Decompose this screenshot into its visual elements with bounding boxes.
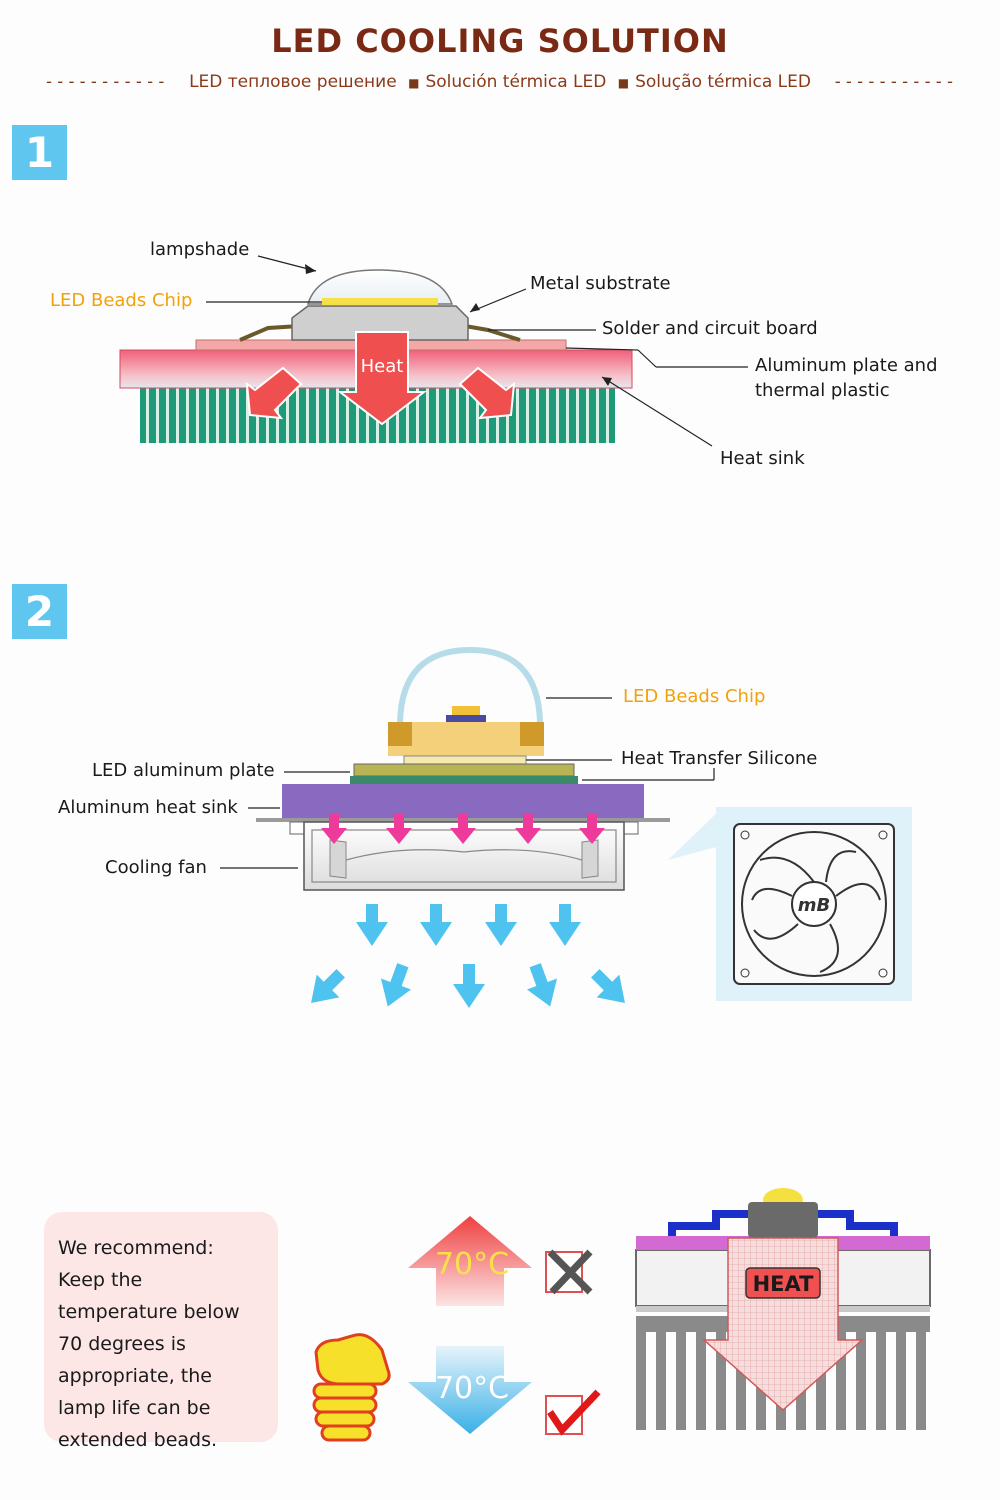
led-heat-diagram: Heat bbox=[119, 255, 748, 447]
label-led-aluminum-plate: LED aluminum plate bbox=[92, 760, 275, 781]
solder-right bbox=[464, 324, 521, 342]
fan-hub bbox=[791, 881, 837, 927]
subtitle-row: ----------- LED тепловое решение ■ Soluci… bbox=[0, 72, 1000, 92]
led-body bbox=[388, 722, 544, 756]
fan-blades bbox=[751, 850, 881, 973]
fan-blade-line bbox=[345, 849, 583, 861]
recommendation-text: We recommend: Keep the temperature below… bbox=[58, 1237, 240, 1451]
label-thermal-plastic: thermal plastic bbox=[755, 380, 890, 401]
label-lampshade: lampshade bbox=[150, 239, 250, 260]
temp-high-label: 70°C bbox=[435, 1247, 509, 1282]
thumbs-up-icon bbox=[312, 1333, 391, 1442]
subtitle-es: Solución térmica LED bbox=[425, 72, 607, 92]
fan-logo: mB bbox=[798, 895, 830, 916]
fan-screw-icon bbox=[740, 968, 750, 978]
fan-cooling-diagram: mB bbox=[220, 646, 912, 1008]
temp-low-arrow bbox=[408, 1346, 532, 1434]
metal-substrate bbox=[291, 305, 469, 341]
led-chip-base bbox=[446, 715, 486, 722]
heat-arrow-right bbox=[458, 366, 516, 420]
heat-dissipation-graphic: HEAT bbox=[635, 1188, 931, 1430]
lens-dome bbox=[397, 646, 543, 723]
led-chip bbox=[322, 298, 438, 305]
pink-heat-arrows bbox=[321, 814, 605, 844]
led-module bbox=[748, 1202, 818, 1238]
led-body-corner-right bbox=[520, 722, 544, 746]
temp-low-label: 70°C bbox=[435, 1371, 509, 1406]
separator-icon: ■ bbox=[617, 76, 630, 90]
led-aluminum-plate bbox=[353, 763, 575, 777]
air-arrows-row1 bbox=[356, 904, 581, 946]
label-led-beads-chip: LED Beads Chip bbox=[50, 290, 193, 311]
heat-badge bbox=[745, 1267, 821, 1299]
left-dashes: ----------- bbox=[43, 72, 168, 92]
subtitle-pt: Solução térmica LED bbox=[635, 72, 811, 92]
step-badge-1: 1 bbox=[12, 125, 67, 180]
label-aluminum-plate: Aluminum plate and bbox=[755, 355, 938, 376]
fan-screw-icon bbox=[740, 830, 750, 840]
temp-high-arrow bbox=[408, 1216, 532, 1306]
connector-right bbox=[816, 1210, 898, 1236]
fan-bracket-left bbox=[289, 821, 305, 835]
subtitle-ru: LED тепловое решение bbox=[189, 72, 397, 92]
heat-label: Heat bbox=[361, 356, 404, 377]
label-solder-circuit-board: Solder and circuit board bbox=[602, 318, 818, 339]
right-dashes: ----------- bbox=[832, 72, 957, 92]
label-cooling-fan: Cooling fan bbox=[105, 857, 207, 878]
heat-badge-label: HEAT bbox=[753, 1272, 815, 1296]
recommendation-box: We recommend: Keep the temperature below… bbox=[44, 1212, 278, 1451]
solder-left bbox=[239, 324, 301, 342]
fan-screw-icon bbox=[878, 968, 888, 978]
fan-bracket-right bbox=[623, 821, 639, 835]
fan-strut-right bbox=[581, 839, 599, 879]
heat-transfer-silicone bbox=[403, 755, 527, 765]
temperature-graphic: 70°C 70°C bbox=[312, 1216, 601, 1442]
page-title: LED COOLING SOLUTION bbox=[271, 22, 729, 60]
aluminum-heat-sink bbox=[282, 784, 644, 818]
section2-leader-lines bbox=[220, 697, 715, 869]
plate-base bbox=[350, 776, 578, 784]
label-heat-sink: Heat sink bbox=[720, 448, 805, 469]
label-heat-transfer-silicone: Heat Transfer Silicone bbox=[621, 748, 818, 769]
heat-path-arrow bbox=[702, 1237, 864, 1412]
air-arrows-row2 bbox=[311, 963, 625, 1008]
heat-arrow-down bbox=[337, 331, 427, 426]
fan-callout-wedge bbox=[668, 810, 720, 860]
heat-arrow-left bbox=[245, 366, 303, 420]
fan-screw-icon bbox=[878, 830, 888, 840]
led-body-corner-left bbox=[388, 722, 412, 746]
fan-ring bbox=[741, 831, 887, 977]
label-led-beads-chip-2: LED Beads Chip bbox=[623, 686, 766, 707]
connector-left bbox=[668, 1210, 750, 1236]
label-metal-substrate: Metal substrate bbox=[530, 273, 671, 294]
fan-strut-left bbox=[329, 839, 347, 879]
lampshade-dome bbox=[306, 269, 454, 305]
cross-mark-icon bbox=[547, 1249, 593, 1295]
led-chip-top bbox=[452, 706, 480, 716]
check-mark-icon bbox=[547, 1389, 601, 1436]
separator-icon: ■ bbox=[408, 76, 420, 90]
label-aluminum-heat-sink: Aluminum heat sink bbox=[58, 797, 238, 818]
step-badge-2: 2 bbox=[12, 584, 67, 639]
